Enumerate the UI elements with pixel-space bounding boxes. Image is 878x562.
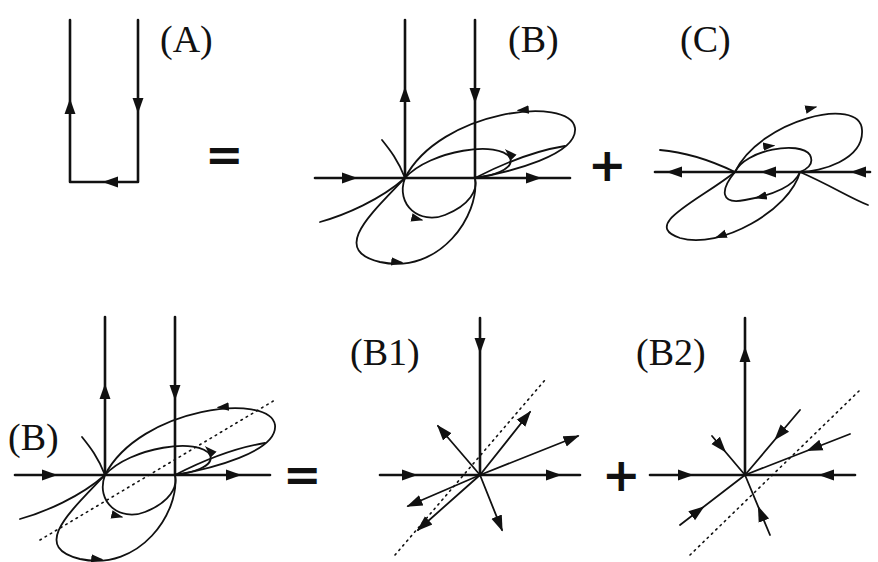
operator-sign: = [283, 452, 322, 498]
segment-field [655, 107, 870, 240]
operator-sign: + [602, 452, 641, 498]
figure-label: (C) [680, 20, 731, 58]
dotted-axis [40, 400, 275, 540]
figure-label: (B2) [636, 333, 706, 371]
operator-sign: + [588, 142, 627, 188]
figure-label: (B) [8, 418, 59, 456]
current-loop [70, 20, 138, 182]
figure-label: (A) [160, 20, 213, 58]
operator-sign: = [205, 132, 244, 178]
figure-label: (B) [508, 20, 559, 58]
current-pair-field [315, 20, 575, 264]
figure-label: (B1) [350, 333, 420, 371]
